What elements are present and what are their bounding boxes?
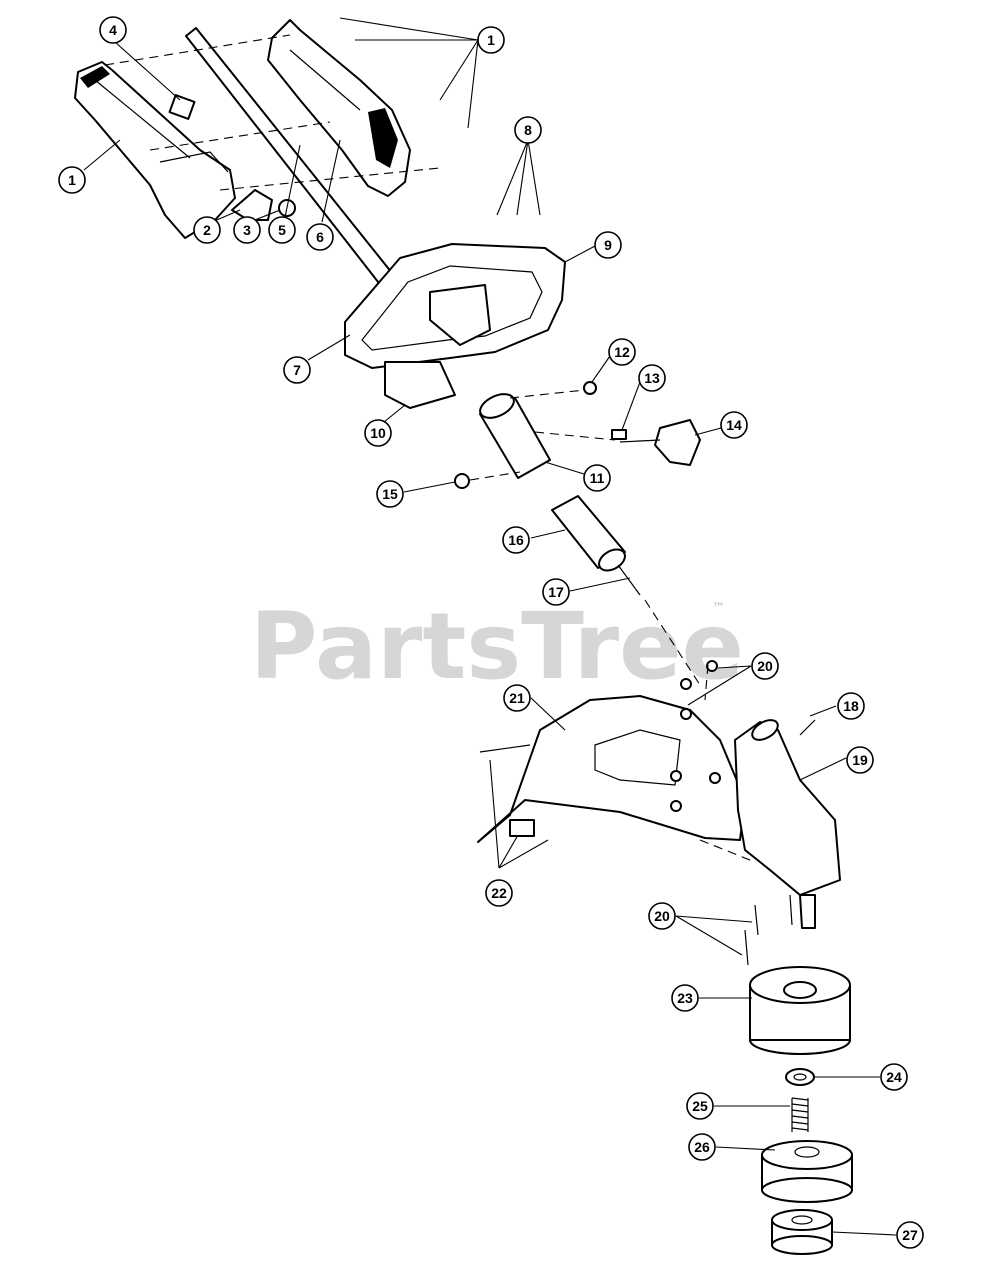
svg-text:6: 6 [316,229,324,245]
svg-text:11: 11 [590,470,605,486]
callout-25: 25 [686,1092,714,1120]
assembly-lines [104,34,756,863]
callout-15: 15 [376,480,404,508]
svg-text:18: 18 [843,698,859,714]
svg-text:4: 4 [109,22,117,38]
callout-10: 10 [364,419,392,447]
callout-26: 26 [688,1133,716,1161]
callout-6: 6 [306,223,334,251]
svg-text:26: 26 [694,1139,710,1155]
svg-text:1: 1 [68,172,76,188]
svg-text:9: 9 [604,237,612,253]
leader-lines [83,17,897,1236]
svg-text:20: 20 [654,908,670,924]
assist-handle [344,243,566,409]
callout-23: 23 [671,984,699,1012]
svg-text:23: 23 [677,990,693,1006]
callout-11: 11 [583,464,611,492]
svg-text:22: 22 [491,885,507,901]
callout-14: 14 [720,411,748,439]
callout-4: 4 [99,16,127,44]
callout-24: 24 [880,1063,908,1091]
svg-text:8: 8 [524,122,532,138]
gearhead-part [734,719,841,929]
watermark-trademark: ™ [712,601,725,616]
callout-1-left: 1 [58,166,86,194]
handle-housing-left [74,61,236,239]
svg-text:3: 3 [243,222,251,238]
callout-5: 5 [268,216,296,244]
svg-text:13: 13 [644,370,660,386]
svg-text:21: 21 [509,690,525,706]
svg-text:19: 19 [852,752,868,768]
watermark-text: PartsTree [250,593,744,700]
callout-21: 21 [503,684,531,712]
callout-19: 19 [846,746,874,774]
shaft-lower [551,495,641,596]
knob-part [619,419,701,466]
svg-text:2: 2 [203,222,211,238]
svg-text:27: 27 [902,1227,918,1243]
callout-3: 3 [233,216,261,244]
switch-part [168,94,196,120]
callout-16: 16 [502,526,530,554]
callout-12: 12 [608,338,636,366]
svg-text:24: 24 [886,1069,902,1085]
svg-text:10: 10 [370,425,386,441]
callout-8: 8 [514,116,542,144]
fastener-parts [479,744,793,966]
nut-parts [454,381,627,489]
callout-7: 7 [283,356,311,384]
callout-18: 18 [837,692,865,720]
callout-20-top: 20 [751,652,779,680]
svg-text:20: 20 [757,658,773,674]
callout-9: 9 [594,231,622,259]
svg-text:15: 15 [382,486,398,502]
svg-text:17: 17 [548,584,564,600]
callout-20-bottom: 20 [648,902,676,930]
svg-text:14: 14 [726,417,742,433]
svg-text:12: 12 [614,344,630,360]
svg-text:5: 5 [278,222,286,238]
washer-part [785,1068,815,1086]
spring-part [791,1097,809,1132]
guard-part [477,660,746,843]
svg-text:25: 25 [692,1098,708,1114]
callout-22: 22 [485,879,513,907]
callout-13: 13 [638,364,666,392]
callout-17: 17 [542,578,570,606]
bump-knob-part [771,1209,833,1255]
spool-part [761,1140,853,1203]
callout-1-top: 1 [477,26,505,54]
svg-text:16: 16 [508,532,524,548]
callout-27: 27 [896,1221,924,1249]
svg-text:7: 7 [293,362,301,378]
svg-text:1: 1 [487,32,495,48]
spool-housing-part [749,966,851,1055]
handle-housing-right [267,19,411,197]
coupler-part [479,393,551,479]
callout-2: 2 [193,216,221,244]
